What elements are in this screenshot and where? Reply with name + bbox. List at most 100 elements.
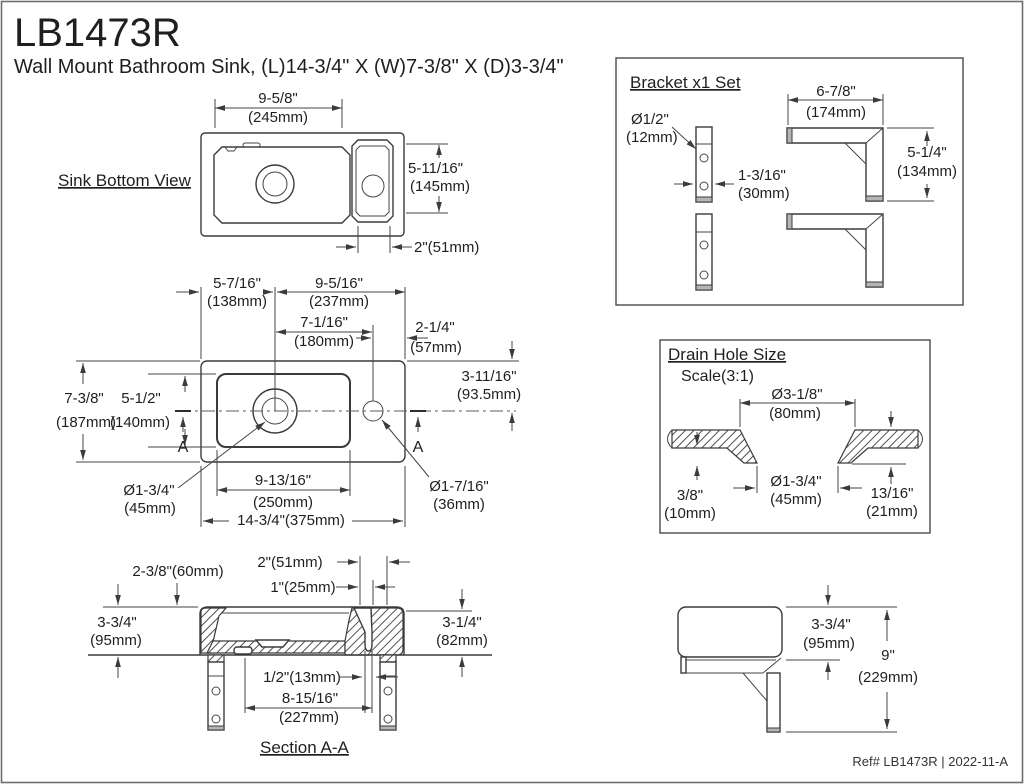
- break-line-left: [667, 429, 673, 449]
- section-view: 3-3/4" (95mm) 2-3/8"(60mm) 2"(51mm) 1"(2…: [88, 554, 492, 757]
- section-faucet-slot: [352, 607, 373, 652]
- dim-bottom-height-mm: (145mm): [410, 178, 470, 195]
- dim-top-to-center-in: 3-11/16": [461, 368, 516, 385]
- section-label: Section A-A: [260, 738, 349, 757]
- ref-number: Ref# LB1473R | 2022-11-A: [852, 754, 1008, 769]
- faucet-hole: [361, 174, 385, 198]
- dim-left-to-drain-in: 5-7/16": [213, 275, 261, 292]
- sink-outline: [200, 132, 405, 237]
- dim-bracket-leg-mm: (134mm): [897, 163, 957, 180]
- dim-drain-to-faucet-in: 7-1/16": [300, 314, 348, 331]
- dim-side-total-in: 9": [881, 647, 895, 664]
- basin-outline: [213, 146, 351, 224]
- bracket-front-upper: [695, 126, 713, 203]
- side-lip: [680, 656, 687, 674]
- dim-bracket-arm-in: 6-7/8": [816, 83, 856, 100]
- side-view: 3-3/4" (95mm) 9" (229mm): [677, 585, 918, 733]
- overflow-slot: [242, 142, 261, 148]
- section-outline: [199, 606, 405, 655]
- bottom-view-label: Sink Bottom View: [58, 171, 192, 190]
- plan-outline: [200, 360, 406, 463]
- basin-notch-1: [224, 146, 238, 152]
- dim-top-to-center-mm: (93.5mm): [457, 386, 521, 403]
- dim-section-back-offset: 2-3/8"(60mm): [132, 563, 223, 580]
- dim-drain-thickness-mm: (10mm): [664, 505, 716, 522]
- drain-box-border: [659, 339, 931, 534]
- section-bracket-left: [207, 654, 225, 731]
- dim-drain-top-dia-mm: (80mm): [769, 405, 821, 422]
- dim-bracket-hole-mm: (12mm): [626, 129, 678, 146]
- dim-section-height-in: 3-3/4": [97, 614, 137, 631]
- page-subtitle: Wall Mount Bathroom Sink, (L)14-3/4" X (…: [14, 56, 564, 78]
- dim-drain-hole-dia-in: Ø1-3/4": [770, 473, 821, 490]
- dim-bracket-bar-width-mm: (30mm): [738, 185, 790, 202]
- dim-drain-dia-mm: (45mm): [124, 500, 176, 517]
- dim-drain-thickness-in: 3/8": [677, 487, 703, 504]
- dim-bracket-hole-in: Ø1/2": [631, 111, 669, 128]
- dim-drain-to-right-in: 9-5/16": [315, 275, 363, 292]
- deck-outline: [351, 139, 394, 223]
- bracket-box-border: [615, 57, 964, 306]
- dim-faucet-to-right-mm: (57mm): [410, 339, 462, 356]
- dim-section-bracket-span-mm: (227mm): [279, 709, 339, 726]
- side-sink-body: [677, 606, 783, 658]
- dim-drain-top-dia-in: Ø3-1/8": [771, 386, 822, 403]
- dim-section-faucet-offset: 1"(25mm): [270, 579, 335, 596]
- dim-bracket-arm-mm: (174mm): [806, 104, 866, 121]
- dim-drain-depth-mm: (21mm): [866, 503, 918, 520]
- drain-hole-outer: [255, 164, 295, 204]
- dim-plan-depth-in: 7-3/8": [64, 390, 104, 407]
- section-marker-right: A: [410, 410, 426, 456]
- dim-faucet-to-right-in: 2-1/4": [415, 319, 455, 336]
- drain-label: Drain Hole Size: [668, 345, 786, 364]
- dim-section-deck-width: 2"(51mm): [257, 554, 322, 571]
- dim-section-bracket-span-in: 8-15/16": [282, 690, 338, 707]
- bracket-front-lower: [695, 213, 713, 291]
- sink-bottom-view: Sink Bottom View 9-5/8" (245mm) 5-11/16"…: [58, 90, 479, 256]
- bracket-side-lower: [786, 213, 884, 288]
- dim-bottom-width-mm: (245mm): [248, 109, 308, 126]
- side-leg: [766, 672, 781, 733]
- dim-left-to-drain-mm: (138mm): [207, 293, 267, 310]
- section-floor-step: [254, 639, 291, 648]
- dim-drain-to-right-mm: (237mm): [309, 293, 369, 310]
- section-bracket-right: [379, 654, 397, 731]
- break-line-right: [917, 429, 923, 449]
- side-gusset: [742, 672, 768, 702]
- section-marker-left: A: [175, 410, 191, 456]
- dim-section-height-mm: (95mm): [90, 632, 142, 649]
- bracket-side-upper: [786, 127, 884, 202]
- deck-inner: [355, 145, 390, 217]
- section-deck-block: [344, 607, 404, 656]
- plan-basin: [216, 373, 351, 448]
- dim-faucet-dia-mm: (36mm): [433, 496, 485, 513]
- dim-plan-overall: 14-3/4"(375mm): [237, 512, 345, 529]
- plan-view: 5-7/16" (138mm) 9-5/16" (237mm) 7-1/16" …: [56, 275, 521, 529]
- dim-drain-dia-in: Ø1-3/4": [123, 482, 174, 499]
- dim-basin-depth-mm: (140mm): [110, 414, 170, 431]
- page-title: LB1473R: [14, 11, 181, 55]
- dim-side-total-mm: (229mm): [858, 669, 918, 686]
- section-marker-a1: A: [178, 439, 189, 456]
- drain-detail-box: Drain Hole Size Scale(3:1) Ø3-1/8" (80mm…: [659, 339, 931, 534]
- dim-drain-to-faucet-mm: (180mm): [294, 333, 354, 350]
- dim-basin-width-in: 9-13/16": [255, 472, 311, 489]
- dim-section-inner-depth-mm: (82mm): [436, 632, 488, 649]
- dim-bracket-bar-width-in: 1-3/16": [738, 167, 786, 184]
- bracket-label: Bracket x1 Set: [630, 73, 741, 92]
- section-drain-boss: [233, 646, 253, 655]
- dim-section-slot: 1/2"(13mm): [263, 669, 341, 686]
- dim-bottom-width-in: 9-5/8": [258, 90, 298, 107]
- dim-drain-hole-dia-mm: (45mm): [770, 491, 822, 508]
- dim-drain-depth-in: 13/16": [871, 485, 914, 502]
- bracket-detail-box: Bracket x1 Set Ø1/2" (12mm) 1-3/16" (30m…: [615, 57, 964, 306]
- dim-basin-depth-in: 5-1/2": [121, 390, 161, 407]
- dim-section-inner-depth-in: 3-1/4": [442, 614, 482, 631]
- dim-basin-width-mm: (250mm): [253, 494, 313, 511]
- section-marker-a2: A: [413, 439, 424, 456]
- dim-faucet-dia-in: Ø1-7/16": [429, 478, 489, 495]
- dim-bracket-leg-in: 5-1/4": [907, 144, 947, 161]
- drain-scale-label: Scale(3:1): [681, 368, 754, 385]
